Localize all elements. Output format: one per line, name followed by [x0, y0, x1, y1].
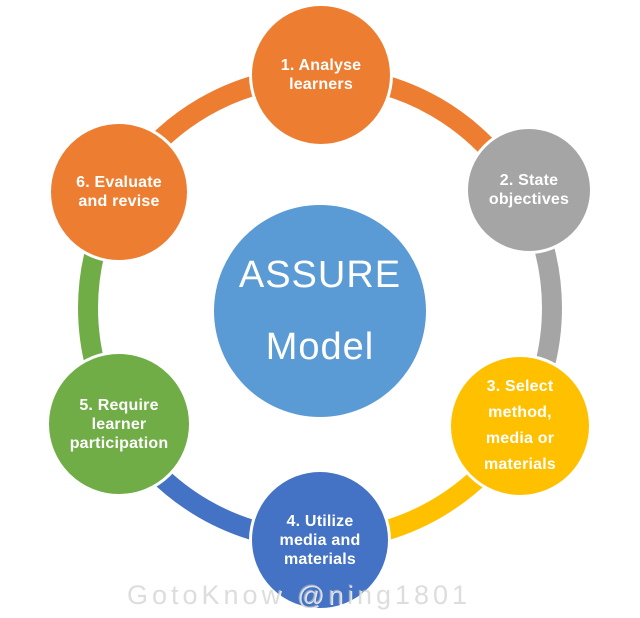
- node-4-utilize-media-materials: 4. Utilize media and materials: [249, 469, 391, 611]
- node-2-state-objectives: 2. State objectives: [465, 126, 593, 254]
- node-1-label: 1. Analyse learners: [280, 57, 362, 93]
- node-6-evaluate-revise: 6. Evaluate and revise: [48, 121, 190, 263]
- node-3-select-method-media-materials: 3. Select method, media or materials: [448, 354, 592, 498]
- node-4-label: 4. Utilize media and materials: [279, 512, 361, 568]
- center-title: ASSURE Model: [238, 254, 402, 368]
- center-circle-assure-model: ASSURE Model: [214, 205, 426, 417]
- node-3-label: 3. Select method, media or materials: [483, 378, 557, 473]
- node-2-label: 2. State objectives: [488, 172, 570, 208]
- watermark-text: GotoKnow @ning1801: [126, 580, 472, 610]
- node-1-analyse-learners: 1. Analyse learners: [249, 3, 393, 147]
- node-5-require-learner-participation: 5. Require learner participation: [46, 351, 192, 497]
- node-6-label: 6. Evaluate and revise: [76, 174, 162, 210]
- node-5-label: 5. Require learner participation: [69, 396, 169, 452]
